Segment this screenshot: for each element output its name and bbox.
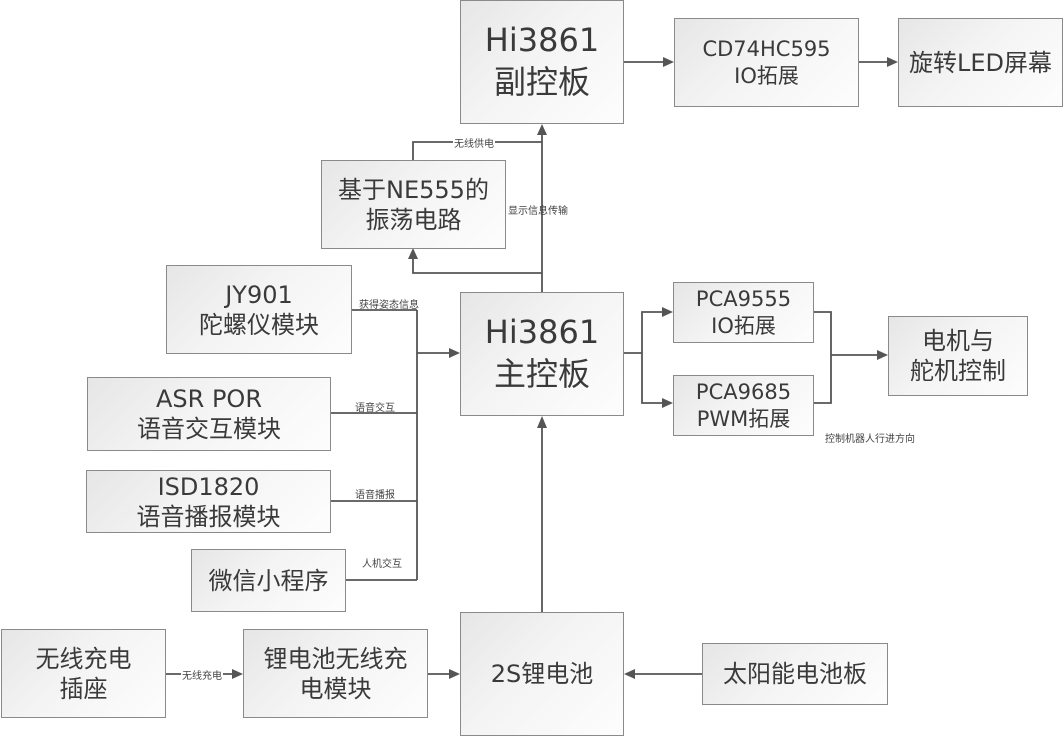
node-line: IO拓展 bbox=[734, 63, 799, 88]
node-led-screen: 旋转LED屏幕 bbox=[898, 18, 1063, 107]
node-line: CD74HC595 bbox=[702, 37, 831, 62]
node-line: 基于NE555的 bbox=[338, 175, 489, 204]
node-2s-battery: 2S锂电池 bbox=[460, 612, 624, 736]
node-line: 副控板 bbox=[493, 63, 590, 101]
edge-label-direction-control: 控制机器人行进方向 bbox=[825, 434, 915, 445]
node-line: PCA9685 bbox=[695, 380, 792, 405]
node-charge-module: 锂电池无线充 电模块 bbox=[243, 629, 428, 718]
node-line: 语音播报模块 bbox=[136, 502, 281, 531]
node-line: IO拓展 bbox=[711, 313, 776, 338]
arrowhead bbox=[663, 57, 674, 67]
node-line: 锂电池无线充 bbox=[263, 644, 408, 673]
edge-label-human-machine: 人机交互 bbox=[362, 559, 402, 570]
arrowhead bbox=[449, 669, 460, 679]
arrowhead bbox=[877, 350, 888, 360]
node-pca9555: PCA9555 IO拓展 bbox=[673, 282, 814, 343]
node-line: 太阳能电池板 bbox=[723, 660, 867, 688]
node-solar-panel: 太阳能电池板 bbox=[702, 643, 888, 705]
node-line: PWM拓展 bbox=[696, 406, 791, 431]
node-line: JY901 bbox=[225, 280, 293, 309]
edge-ne555-wireless-power bbox=[412, 141, 542, 160]
node-asr-pro: ASR POR 语音交互模块 bbox=[87, 377, 331, 451]
arrowhead bbox=[408, 248, 418, 259]
edge-main-to-ne555 bbox=[412, 258, 542, 274]
edge-pca-merge bbox=[814, 311, 832, 404]
node-cd74hc595: CD74HC595 IO拓展 bbox=[674, 18, 859, 107]
node-line: 电机与 bbox=[922, 327, 994, 355]
node-jy901: JY901 陀螺仪模块 bbox=[166, 265, 352, 354]
node-line: 2S锂电池 bbox=[490, 660, 594, 688]
node-line: 舵机控制 bbox=[910, 357, 1006, 385]
edge-label-display-info: 显示信息传输 bbox=[508, 206, 568, 217]
edge-label-voice-broadcast: 语音播报 bbox=[355, 490, 395, 501]
edge-label-wireless-charging: 无线充电 bbox=[181, 667, 223, 682]
node-line: 主控板 bbox=[493, 355, 590, 393]
arrowhead bbox=[537, 124, 547, 135]
node-motor-control: 电机与 舵机控制 bbox=[888, 316, 1028, 396]
edge-label-wireless-power: 无线供电 bbox=[453, 135, 495, 150]
node-line: 无线充电 bbox=[35, 644, 132, 673]
arrowhead bbox=[449, 348, 460, 358]
node-sub-board: Hi3861 副控板 bbox=[460, 0, 624, 124]
node-line: 陀螺仪模块 bbox=[199, 310, 319, 339]
arrowhead bbox=[624, 669, 635, 679]
arrowhead bbox=[537, 416, 547, 428]
node-line: 语音交互模块 bbox=[137, 415, 281, 443]
edge-pca-branch bbox=[641, 311, 663, 404]
arrowhead bbox=[232, 669, 243, 679]
edge-label-voice-interaction: 语音交互 bbox=[355, 403, 395, 414]
node-line: ASR POR bbox=[156, 385, 262, 413]
edge-label-attitude-info: 获得姿态信息 bbox=[359, 300, 419, 311]
node-main-board: Hi3861 主控板 bbox=[460, 292, 624, 416]
node-ne555: 基于NE555的 振荡电路 bbox=[321, 160, 506, 249]
node-isd1820: ISD1820 语音播报模块 bbox=[86, 470, 331, 533]
node-line: 旋转LED屏幕 bbox=[908, 48, 1052, 77]
arrowhead bbox=[887, 57, 898, 67]
arrowhead bbox=[662, 307, 673, 317]
node-line: Hi3861 bbox=[484, 313, 600, 352]
arrowhead bbox=[662, 398, 673, 408]
node-line: 电模块 bbox=[299, 674, 372, 703]
node-line: 微信小程序 bbox=[208, 566, 329, 595]
node-wechat-miniprogram: 微信小程序 bbox=[191, 549, 346, 612]
node-line: PCA9555 bbox=[695, 287, 792, 312]
node-line: 插座 bbox=[59, 674, 108, 703]
node-wireless-socket: 无线充电 插座 bbox=[1, 629, 166, 718]
node-line: ISD1820 bbox=[157, 472, 260, 501]
node-pca9685: PCA9685 PWM拓展 bbox=[673, 375, 814, 436]
node-line: Hi3861 bbox=[484, 21, 600, 60]
node-line: 振荡电路 bbox=[365, 205, 462, 234]
